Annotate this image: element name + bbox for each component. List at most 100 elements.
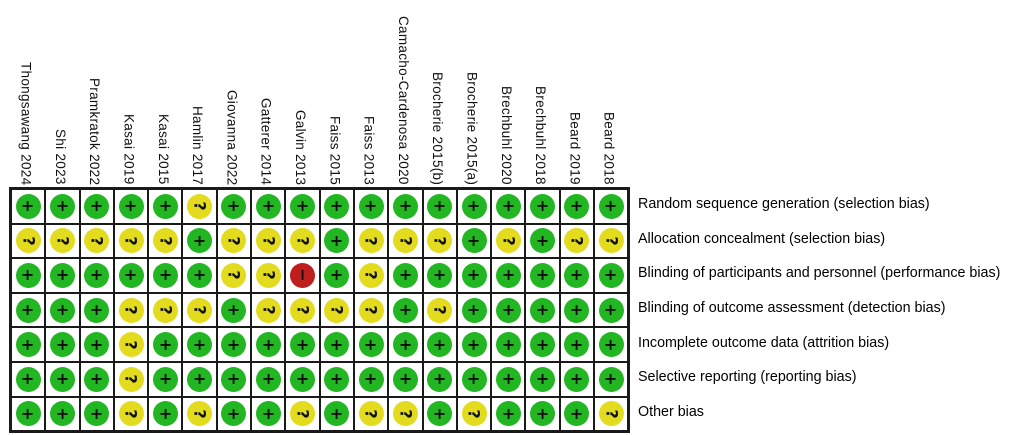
bias-cell: + (79, 292, 114, 328)
judgement-symbol: + (190, 372, 210, 386)
low-risk-icon: + (598, 193, 624, 219)
bias-cell: + (491, 292, 526, 328)
judgement-symbol: + (465, 372, 484, 386)
bias-domain-label: Blinding of outcome assessment (detectio… (638, 300, 946, 317)
low-risk-icon: + (187, 228, 213, 254)
bias-domain-label: Random sequence generation (selection bi… (638, 196, 930, 213)
study-header-text: Pramkratok 2022 (87, 77, 103, 185)
judgement-symbol: + (533, 372, 553, 386)
judgement-symbol: ? (396, 409, 416, 419)
low-risk-icon: + (530, 228, 556, 254)
low-risk-icon: + (530, 366, 556, 392)
low-risk-icon: + (221, 193, 247, 219)
judgement-symbol: + (327, 407, 347, 421)
bias-cell: ? (422, 292, 457, 328)
judgement-symbol: + (190, 234, 210, 248)
low-risk-icon: + (152, 262, 178, 288)
judgement-symbol: + (224, 372, 244, 386)
low-risk-icon: + (15, 193, 41, 219)
study-header-text: Shi 2023 (52, 129, 68, 185)
low-risk-icon: + (152, 193, 178, 219)
judgement-symbol: + (533, 303, 553, 317)
judgement-symbol: ? (430, 305, 450, 315)
unclear-risk-icon: ? (358, 401, 384, 427)
judgement-symbol: + (87, 268, 107, 283)
judgement-symbol: ? (122, 236, 142, 246)
judgement-symbol: + (499, 407, 519, 421)
study-header-text: Brocherie 2015(b) (430, 71, 446, 185)
low-risk-icon: + (495, 366, 521, 392)
judgement-symbol: + (19, 372, 39, 386)
bias-cell: + (11, 361, 46, 397)
judgement-symbol: + (122, 268, 142, 283)
unclear-risk-icon: ? (564, 228, 590, 254)
bias-cell: + (525, 361, 560, 397)
bias-cell: + (319, 189, 354, 224)
bias-cell: + (79, 327, 114, 362)
bias-cell: ? (353, 396, 389, 432)
bias-cell: + (45, 361, 80, 397)
study-header: Kasai 2015 (146, 0, 180, 185)
bias-cell: + (491, 258, 526, 293)
unclear-risk-icon: ? (427, 297, 453, 323)
bias-cell: + (422, 189, 457, 224)
unclear-risk-icon: ? (290, 401, 316, 427)
judgement-symbol: + (87, 372, 107, 386)
unclear-risk-icon: ? (598, 228, 624, 254)
bias-cell: + (388, 258, 423, 293)
unclear-risk-icon: ? (118, 366, 144, 392)
bias-cell: + (216, 327, 252, 362)
low-risk-icon: + (324, 366, 350, 392)
judgement-symbol: + (602, 372, 622, 386)
judgement-symbol: + (396, 303, 416, 317)
low-risk-icon: + (187, 332, 213, 358)
study-header-text: Camacho-Cardenosa 2020 (395, 16, 411, 185)
bias-cell: + (594, 258, 629, 293)
bias-cell: + (559, 292, 595, 328)
unclear-risk-icon: ? (152, 228, 178, 254)
bias-judgement-grid: + + + + +? + + + + + + + + + + + +????? +??? +??? +? +?? + + + +… (9, 187, 631, 434)
bias-cell: + (525, 327, 560, 362)
judgement-symbol: ? (499, 236, 519, 246)
unclear-risk-icon: ? (221, 262, 247, 288)
bias-cell: + (319, 223, 354, 259)
bias-cell: + (559, 396, 595, 432)
judgement-symbol: + (156, 337, 176, 352)
low-risk-icon: + (530, 297, 556, 323)
bias-cell: + (559, 189, 595, 224)
judgement-symbol: ? (190, 201, 210, 211)
bias-cell: + (594, 327, 629, 362)
bias-cell: + (319, 361, 354, 397)
bias-cell: + (456, 189, 492, 224)
study-header-text: Hamlin 2017 (190, 105, 206, 185)
study-header: Beard 2018 (592, 0, 626, 185)
study-header: Faiss 2015 (318, 0, 352, 185)
low-risk-icon: + (392, 262, 418, 288)
low-risk-icon: + (392, 297, 418, 323)
judgement-symbol: ? (122, 409, 142, 419)
low-risk-icon: + (564, 332, 590, 358)
bias-cell: + (319, 258, 354, 293)
study-header-text: Beard 2018 (601, 112, 617, 185)
judgement-symbol: ? (362, 270, 382, 281)
low-risk-icon: + (84, 401, 110, 427)
bias-cell: + (594, 292, 629, 328)
low-risk-icon: + (49, 262, 75, 288)
bias-cell: + (113, 258, 149, 293)
bias-cell: + (491, 396, 526, 432)
low-risk-icon: + (290, 193, 316, 219)
judgement-symbol: + (533, 407, 553, 421)
low-risk-icon: + (255, 193, 281, 219)
unclear-risk-icon: ? (598, 401, 624, 427)
bias-cell: − (285, 258, 320, 293)
study-header-text: Kasai 2019 (121, 114, 137, 185)
judgement-symbol: ? (53, 236, 73, 246)
judgement-symbol: + (53, 372, 73, 386)
judgement-symbol: + (259, 407, 279, 421)
unclear-risk-icon: ? (358, 297, 384, 323)
bias-cell: ? (319, 292, 354, 328)
unclear-risk-icon: ? (324, 297, 350, 323)
bias-cell: + (11, 189, 46, 224)
low-risk-icon: + (49, 297, 75, 323)
